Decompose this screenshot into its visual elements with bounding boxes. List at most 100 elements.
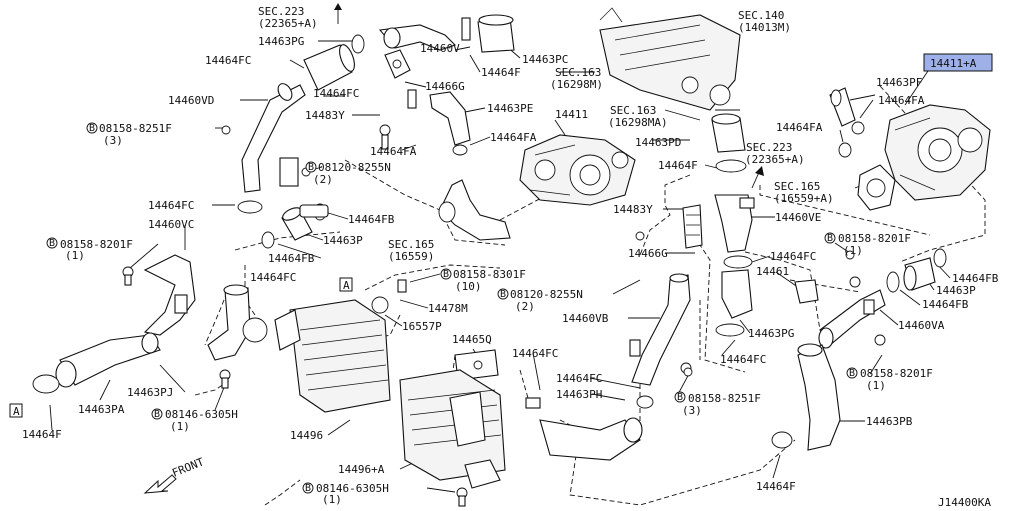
label-bolt-08120-8255N-top-qty: (2): [313, 173, 333, 186]
label-bolt-08158-8201F-l-qty: (1): [65, 249, 85, 262]
hose-14463PE: [429, 91, 471, 146]
hose-14463PA: [32, 332, 161, 394]
label-sec163-mid-sub: (16298MA): [608, 116, 668, 129]
label-14463PD: 14463PD: [635, 136, 681, 149]
label-14463PJ: 14463PJ: [127, 386, 173, 399]
label-bolt-08158-8251F-top-qty: (3): [103, 134, 123, 147]
direction-arrows: [334, 3, 764, 189]
label-sec223-right-sub: (22365+A): [745, 153, 805, 166]
label-bolt-08158-8201F-r2-qty: (1): [866, 379, 886, 392]
label-14464FC-l: 14464FC: [148, 199, 194, 212]
label-sec165-right: SEC.165: [774, 180, 820, 193]
label-14464FA-mid: 14464FA: [490, 131, 537, 144]
label-bolt-08120-8255N-mid-qty: (2): [515, 300, 535, 313]
intercooler-14496A: [399, 369, 541, 489]
label-14483Y-top: 14483Y: [305, 109, 345, 122]
clamp-14464FA-mid: [452, 144, 468, 156]
label-14460V: 14460V: [420, 42, 460, 55]
label-14464F-l: 14464F: [22, 428, 62, 441]
svg-text:B: B: [49, 238, 55, 249]
label-sec165-mid: SEC.165: [388, 238, 434, 251]
label-14411: 14411: [555, 108, 588, 121]
label-bolt-08158-8201F-r: 08158-8201F: [838, 232, 911, 245]
label-14463PG-r: 14463PG: [748, 327, 794, 340]
hose-14463PB: [771, 343, 841, 451]
label-14460VE: 14460VE: [775, 211, 821, 224]
ref-label-a-top: A: [343, 279, 350, 292]
svg-text:B: B: [89, 123, 95, 134]
label-14464F-mid: 14464F: [658, 159, 698, 172]
label-14466G-r: 14466G: [628, 247, 668, 260]
pipe-14460VE: [682, 194, 755, 253]
label-14464FB-l: 14464FB: [268, 252, 315, 265]
label-bolt-08158-8251F-low: 08158-8251F: [688, 392, 761, 405]
label-14463P-r: 14463P: [936, 284, 976, 297]
svg-text:B: B: [154, 409, 160, 420]
pipe-14460V: [378, 17, 471, 51]
hose-14463PG-right: [715, 255, 753, 337]
svg-text:B: B: [500, 289, 506, 300]
label-bolt-08120-8255N-mid: 08120-8255N: [510, 288, 583, 301]
label-14496: 14496: [290, 429, 323, 442]
label-14411A[interactable]: 14411+A: [930, 57, 977, 70]
label-14463PA: 14463PA: [78, 403, 125, 416]
ref-box-a-left: [9, 403, 23, 418]
hose-14463PD: [711, 113, 747, 173]
label-sec223-right: SEC.223: [746, 141, 792, 154]
label-bolt-08158-8301F: 08158-8301F: [453, 268, 526, 281]
svg-text:B: B: [827, 233, 833, 244]
label-14464FB-r: 14464FB: [952, 272, 999, 285]
front-direction-indicator: FRONT: [143, 455, 206, 494]
ref-box-a-top: [339, 277, 353, 292]
label-bolt-08158-8201F-r2: 08158-8201F: [860, 367, 933, 380]
pipe-14460VC: [122, 254, 196, 336]
label-14460VD: 14460VD: [168, 94, 214, 107]
fitting-sec165-right: [857, 164, 896, 211]
turbocharger-14411: [519, 134, 636, 206]
label-bolt-08158-8251F-top: 08158-8251F: [99, 122, 172, 135]
svg-text:B: B: [849, 368, 855, 379]
label-14464FA-r2: 14464FA: [776, 121, 823, 134]
label-14466G-top: 14466G: [425, 80, 465, 93]
label-14463PE: 14463PE: [487, 102, 533, 115]
intercooler-14496: [274, 279, 407, 413]
label-14463PC: 14463PC: [522, 53, 568, 66]
label-bolt-08120-8255N-top: 08120-8255N: [318, 161, 391, 174]
label-sec163-top: SEC.163: [555, 66, 601, 79]
label-14464FC-low: 14464FC: [556, 372, 602, 385]
label-14464F-top: 14464F: [481, 66, 521, 79]
turbocharger-14411A: [884, 104, 991, 201]
label-sec165-mid-sub: (16559): [388, 250, 434, 263]
hose-14463PG-top: [303, 34, 365, 91]
label-14483Y-r: 14483Y: [613, 203, 653, 216]
hose-group-right: [849, 248, 947, 293]
label-14464FC-ic: 14464FC: [250, 271, 296, 284]
label-sec140-sub: (14013M): [738, 21, 791, 34]
svg-text:B: B: [677, 392, 683, 403]
label-14464FC-b: 14464FC: [313, 87, 359, 100]
label-14464FC-r3: 14464FC: [720, 353, 766, 366]
label-14464FC-top: 14464FC: [205, 54, 251, 67]
label-14464F-br: 14464F: [756, 480, 796, 493]
label-sec163-top-sub: (16298M): [550, 78, 603, 91]
label-14464FA-left: 14464FA: [370, 145, 417, 158]
bracket-14461: [794, 279, 819, 304]
bolt-08146-6305H: [456, 487, 468, 507]
label-bolt-08158-8201F-l: 08158-8201F: [60, 238, 133, 251]
hose-14463PC: [477, 14, 515, 53]
label-sec165-right-sub: (16559+A): [774, 192, 834, 205]
label-14461: 14461: [756, 265, 789, 278]
label-14463PG-top: 14463PG: [258, 35, 304, 48]
label-14463P-l: 14463P: [323, 234, 363, 247]
label-14460VC: 14460VC: [148, 218, 194, 231]
label-14460VA: 14460VA: [898, 319, 945, 332]
label-bolt-08146-6305H-l-qty: (1): [170, 420, 190, 433]
label-bolt-08158-8251F-low-qty: (3): [682, 404, 702, 417]
label-bolt-08158-8301F-qty: (10): [455, 280, 482, 293]
part-labels: SEC.223 (22365+A) 14463PG 14460V 14464FC…: [9, 5, 999, 506]
label-sec163-mid: SEC.163: [610, 104, 656, 117]
label-14496A: 14496+A: [338, 463, 385, 476]
label-14460VB: 14460VB: [562, 312, 609, 325]
label-14463PF: 14463PF: [876, 76, 922, 89]
